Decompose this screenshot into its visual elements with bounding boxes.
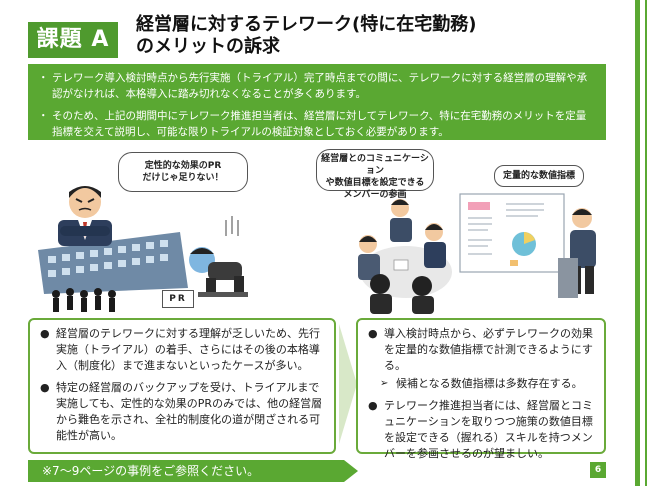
reference-note-tip bbox=[344, 460, 358, 482]
right-arrow-icon bbox=[339, 324, 357, 444]
solution-subtext: 候補となる数値指標は多数存在する。 bbox=[396, 377, 583, 390]
problem-text: 特定の経営層のバックアップを受け、トライアルまで実施しても、定性的な効果のPRの… bbox=[56, 381, 323, 442]
office-building-icon bbox=[38, 232, 188, 294]
solution-text: テレワーク推進担当者には、経営層とコミュニケーションを取りつつ施策の数値目標を設… bbox=[384, 399, 593, 460]
meeting-participants-icon bbox=[358, 199, 446, 314]
problem-item: ● 経営層のテレワークに対する理解が乏しいため、先行実施（トライアル）の着手、さ… bbox=[38, 326, 326, 374]
problems-box: ● 経営層のテレワークに対する理解が乏しいため、先行実施（トライアル）の着手、さ… bbox=[28, 318, 336, 454]
bullet-icon: ● bbox=[40, 381, 50, 394]
page-title-line1: 経営層に対するテレワーク(特に在宅勤務) bbox=[136, 14, 477, 35]
page-edge-stripe-thin bbox=[645, 0, 647, 486]
bullet-icon: ● bbox=[368, 327, 378, 340]
whiteboard-chart-icon bbox=[459, 193, 565, 273]
bubble-text: メンバーの参画 bbox=[343, 190, 407, 200]
summary-bullet-1: テレワーク導入検討時点から先行実施（トライアル）完了時点までの間に、テレワークに… bbox=[38, 70, 596, 102]
reference-note: ※7～9ページの事例をご参照ください。 bbox=[28, 460, 344, 482]
speech-bubble-member-participation: 経営層とのコミュニケーション や数値目標を設定できる メンバーの参画 bbox=[316, 149, 434, 200]
meeting-illustration bbox=[358, 199, 452, 314]
solution-item: ● テレワーク推進担当者には、経営層とコミュニケーションを取りつつ施策の数値目標… bbox=[366, 398, 596, 462]
bubble-text: 経営層とのコミュニケーション bbox=[321, 154, 429, 176]
solution-subitem: ➢ 候補となる数値指標は多数存在する。 bbox=[366, 376, 596, 392]
summary-panel: テレワーク導入検討時点から先行実施（トライアル）完了時点までの間に、テレワークに… bbox=[28, 64, 606, 140]
speech-bubble-quantitative-metrics: 定量的な数値指標 bbox=[494, 165, 584, 187]
staff-silhouettes-icon bbox=[52, 288, 116, 312]
executive-scene-illustration bbox=[38, 186, 248, 312]
angry-executive-icon bbox=[58, 186, 112, 246]
bullet-icon: ● bbox=[368, 399, 378, 412]
presentation-illustration bbox=[459, 193, 596, 298]
page-title: 経営層に対するテレワーク(特に在宅勤務) のメリットの訴求 bbox=[136, 14, 476, 58]
summary-bullet-2: そのため、上記の期間中にテレワーク推進担当者は、経営層に対してテレワーク、特に在… bbox=[38, 108, 596, 140]
discouraged-worker-icon bbox=[189, 216, 248, 297]
problem-text: 経営層のテレワークに対する理解が乏しいため、先行実施（トライアル）の着手、さらに… bbox=[56, 327, 320, 372]
issue-badge: 課題 A bbox=[28, 22, 118, 58]
bubble-text: だけじゃ足りない！ bbox=[142, 173, 224, 183]
speech-bubble-qualitative-pr: 定性的な効果のPR だけじゃ足りない！ bbox=[118, 152, 248, 192]
solution-text: 導入検討時点から、必ずテレワークの効果を定量的な数値指標で計測できるようにする。 bbox=[384, 327, 593, 372]
page-title-line2: のメリットの訴求 bbox=[136, 36, 280, 57]
arrow-bullet-icon: ➢ bbox=[380, 378, 389, 389]
bubble-text: や数値目標を設定できる bbox=[325, 178, 425, 188]
page-number: 6 bbox=[590, 462, 606, 478]
presenter-icon bbox=[558, 208, 596, 298]
page-edge-stripe bbox=[635, 0, 640, 486]
problem-item: ● 特定の経営層のバックアップを受け、トライアルまで実施しても、定性的な効果のP… bbox=[38, 380, 326, 444]
solution-item: ● 導入検討時点から、必ずテレワークの効果を定量的な数値指標で計測できるようにす… bbox=[366, 326, 596, 374]
bubble-text: 定性的な効果のPR bbox=[144, 161, 222, 171]
pr-placard: PR bbox=[162, 290, 194, 308]
bullet-icon: ● bbox=[40, 327, 50, 340]
solutions-box: ● 導入検討時点から、必ずテレワークの効果を定量的な数値指標で計測できるようにす… bbox=[356, 318, 606, 460]
